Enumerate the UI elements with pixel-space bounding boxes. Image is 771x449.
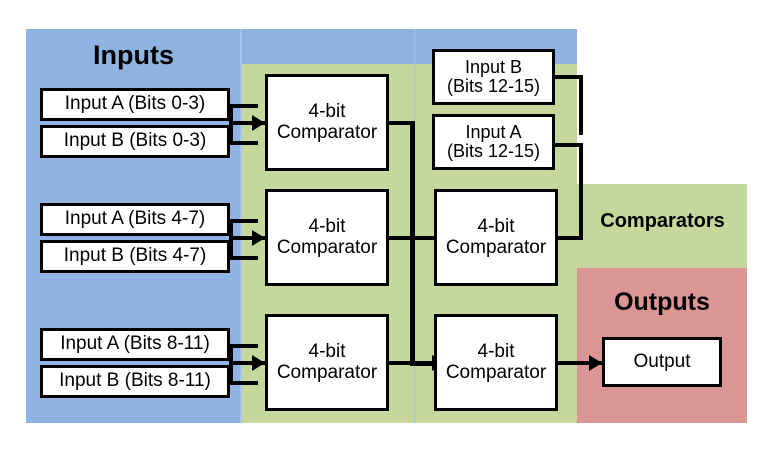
- comparator-box-1[interactable]: 4-bit Comparator: [265, 74, 389, 171]
- input-box-b-bits-8-11[interactable]: Input B (Bits 8-11): [40, 365, 230, 398]
- wire-group1-feed: [229, 121, 265, 125]
- arrow-into-cmp3: [252, 355, 265, 371]
- arrow-into-output: [589, 355, 602, 371]
- comparator-label-line1: 4-bit: [477, 340, 515, 362]
- region-comparators-right: [577, 184, 747, 268]
- wire-b47-out: [229, 256, 258, 260]
- comparator-label-line1: 4-bit: [308, 100, 346, 122]
- comparator-label-line1: 4-bit: [477, 215, 515, 237]
- comparator-box-2[interactable]: 4-bit Comparator: [265, 189, 389, 286]
- input-label-line2: (Bits 12-15): [446, 141, 541, 161]
- wire-group2-feed: [229, 236, 265, 240]
- label-inputs: Inputs: [93, 40, 174, 70]
- label-outputs: Outputs: [614, 288, 710, 316]
- input-label: Input B (Bits 4-7): [63, 245, 207, 267]
- region-seam-vertical: [240, 29, 242, 423]
- region-seam-vertical-2: [414, 29, 416, 423]
- wire-group4-feed: [556, 236, 583, 240]
- wire-cmp2-out: [388, 236, 436, 240]
- input-label-line1: Input A: [465, 121, 522, 142]
- comparator-box-5[interactable]: 4-bit Comparator: [434, 314, 558, 411]
- wire-a811-out: [229, 344, 258, 348]
- wire-b811-out: [229, 381, 258, 385]
- label-comparators: Comparators: [600, 210, 725, 232]
- wire-b1215-out: [553, 75, 583, 79]
- wire-a47-out: [229, 219, 258, 223]
- wire-group3-feed: [229, 361, 265, 365]
- input-label-line2: (Bits 12-15): [446, 76, 541, 96]
- output-box[interactable]: Output: [602, 337, 722, 387]
- input-box-b-bits-0-3[interactable]: Input B (Bits 0-3): [40, 125, 230, 158]
- input-label: Input B (Bits 0-3): [63, 130, 207, 152]
- input-box-a-bits-12-15[interactable]: Input A (Bits 12-15): [432, 114, 555, 170]
- comparator-label-line1: 4-bit: [308, 340, 346, 362]
- input-label: Input A (Bits 4-7): [64, 208, 206, 230]
- input-box-a-bits-0-3[interactable]: Input A (Bits 0-3): [40, 88, 230, 121]
- wire-cmp5-out: [557, 361, 602, 365]
- wire-group4-trunk: [579, 143, 583, 239]
- comparator-box-3[interactable]: 4-bit Comparator: [265, 314, 389, 411]
- input-box-b-bits-4-7[interactable]: Input B (Bits 4-7): [40, 240, 230, 273]
- comparator-label-line2: Comparator: [276, 361, 378, 383]
- input-box-a-bits-8-11[interactable]: Input A (Bits 8-11): [40, 328, 230, 361]
- arrow-into-cmp2: [252, 230, 265, 246]
- input-label-line1: Input B: [464, 56, 523, 77]
- wire-a03-out: [229, 104, 258, 108]
- comparator-label-line2: Comparator: [445, 361, 547, 383]
- comparator-label-line1: 4-bit: [308, 215, 346, 237]
- input-label: Input B (Bits 8-11): [59, 370, 211, 392]
- wire-b1215-vert: [579, 75, 583, 135]
- comparator-label-line2: Comparator: [276, 236, 378, 258]
- wire-cmp3-out: [388, 361, 436, 365]
- arrow-into-cmp1: [252, 115, 265, 131]
- wire-b03-out: [229, 141, 258, 145]
- input-box-b-bits-12-15[interactable]: Input B (Bits 12-15): [432, 49, 555, 105]
- wire-a1215-out: [553, 143, 583, 147]
- input-label: Input A (Bits 0-3): [64, 93, 206, 115]
- wire-cmp1-out: [388, 121, 414, 125]
- comparator-label-line2: Comparator: [276, 121, 378, 143]
- comparator-box-4[interactable]: 4-bit Comparator: [434, 189, 558, 286]
- input-box-a-bits-4-7[interactable]: Input A (Bits 4-7): [40, 203, 230, 236]
- wire-cmp1-trunk: [410, 121, 415, 361]
- comparator-label-line2: Comparator: [445, 236, 547, 258]
- output-label: Output: [633, 350, 691, 372]
- input-label: Input A (Bits 8-11): [60, 333, 210, 355]
